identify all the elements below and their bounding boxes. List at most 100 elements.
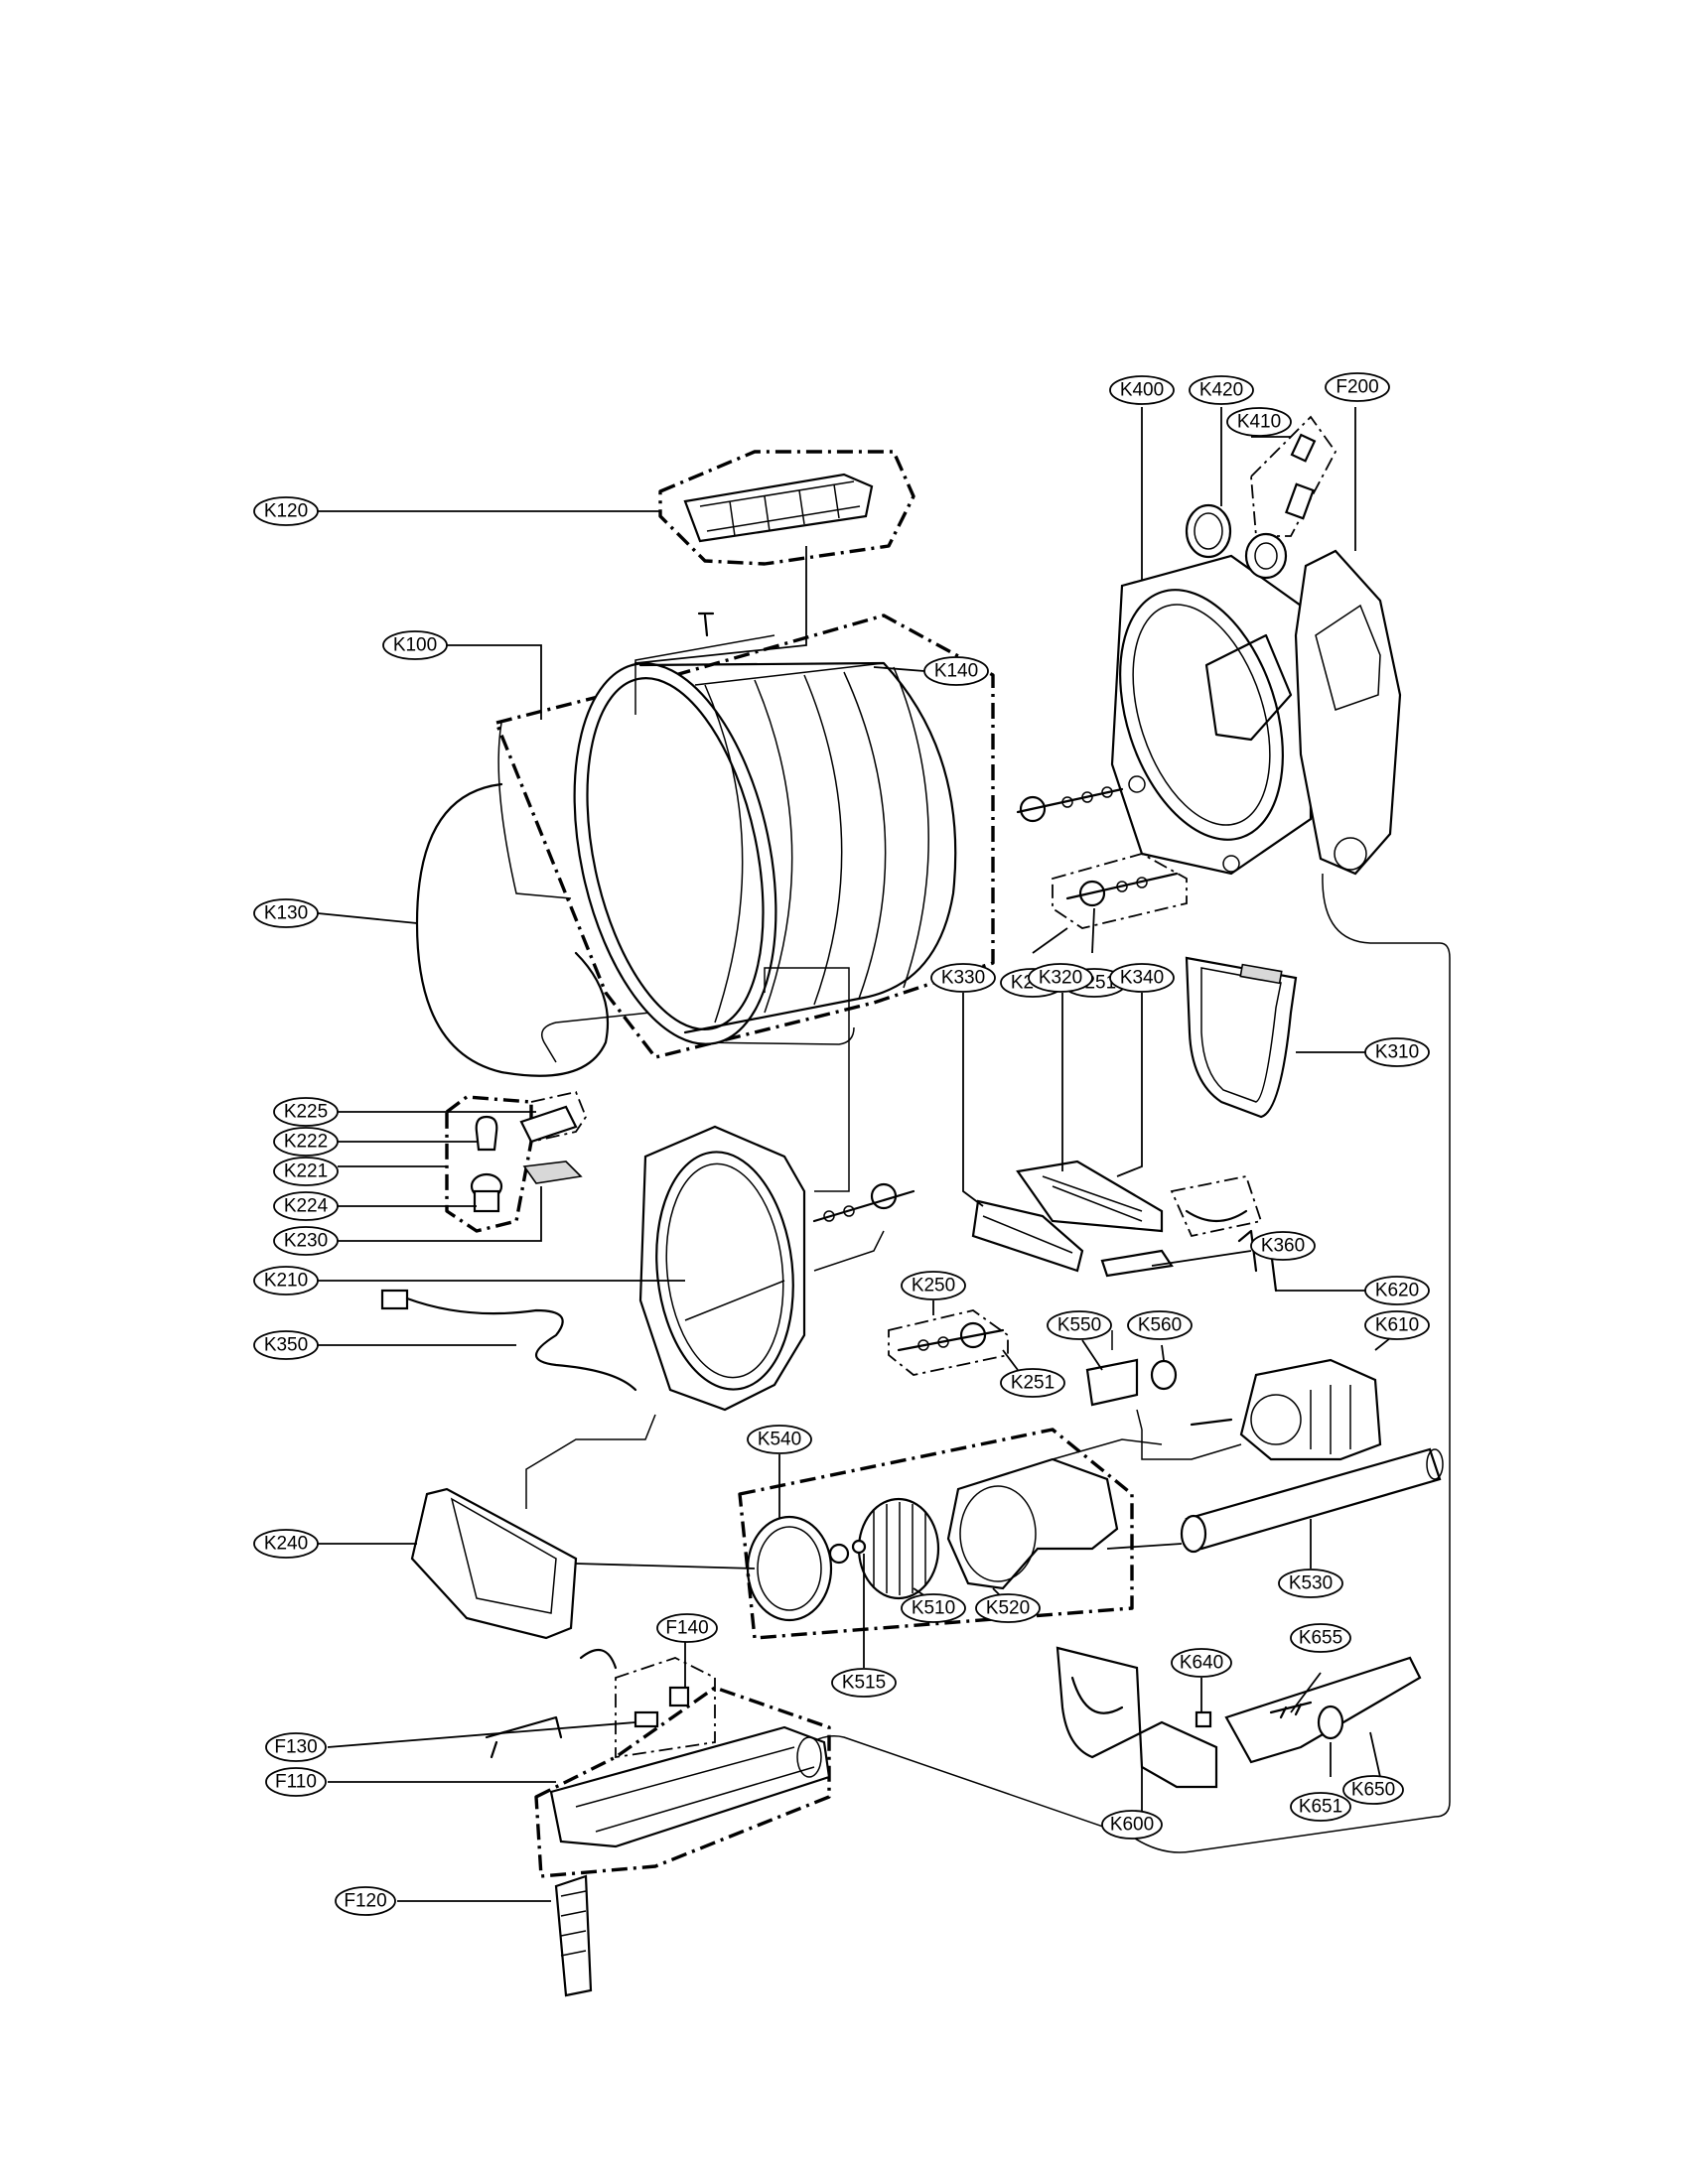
label-f140: F140 xyxy=(665,1618,708,1639)
label-f200: F200 xyxy=(1336,377,1378,398)
k540-blower-seal-part xyxy=(746,1515,833,1622)
label-k515: K515 xyxy=(842,1673,886,1694)
k640-idler-part xyxy=(1195,1710,1212,1728)
label-k140: K140 xyxy=(934,661,978,682)
label-k221: K221 xyxy=(284,1161,328,1182)
k515-washer-part xyxy=(828,1539,867,1565)
label-k120: K120 xyxy=(264,501,308,522)
label-f130: F130 xyxy=(274,1737,317,1758)
k560-motor-switch-part xyxy=(1150,1359,1178,1391)
callout-k651: K651 xyxy=(1290,1792,1351,1822)
lamp-group-outline xyxy=(445,1095,533,1233)
callout-f130: F130 xyxy=(265,1732,327,1762)
callout-k520: K520 xyxy=(975,1593,1041,1623)
k360-seal-part xyxy=(1100,1249,1174,1278)
heater-group-outline xyxy=(534,1686,831,1878)
label-k230: K230 xyxy=(284,1231,328,1252)
callout-k620: K620 xyxy=(1364,1276,1430,1305)
label-k410: K410 xyxy=(1237,412,1281,433)
f140-f130-group-outline xyxy=(615,1657,716,1759)
callout-k330: K330 xyxy=(930,963,996,993)
k250-k251-group-upper xyxy=(1052,853,1188,929)
k340-clip-part xyxy=(1170,1174,1263,1238)
f140-thermostat-part xyxy=(668,1686,690,1707)
f130-thermal-fuse-part xyxy=(633,1710,659,1728)
bearing-shaft-middle xyxy=(812,1182,915,1223)
k310-lint-filter-part xyxy=(1185,956,1298,1119)
callout-k140: K140 xyxy=(923,656,989,686)
callout-k240: K240 xyxy=(253,1529,319,1559)
label-k620: K620 xyxy=(1375,1281,1419,1301)
k130-drum-seal xyxy=(415,782,610,1077)
callout-k540: K540 xyxy=(747,1425,812,1454)
callout-k550: K550 xyxy=(1047,1310,1112,1340)
label-k130: K130 xyxy=(264,903,308,924)
label-k240: K240 xyxy=(264,1534,308,1555)
callout-k360: K360 xyxy=(1250,1231,1316,1261)
label-k520: K520 xyxy=(986,1598,1030,1619)
label-k540: K540 xyxy=(758,1430,801,1450)
blower-group-outline xyxy=(738,1428,1134,1640)
callout-k230: K230 xyxy=(273,1226,339,1256)
k250-k251-group-mid xyxy=(888,1309,1009,1376)
callout-f110: F110 xyxy=(265,1767,327,1797)
k330-duct-part xyxy=(971,1199,1084,1273)
callout-k250-mid: K250 xyxy=(901,1271,966,1300)
label-k560: K560 xyxy=(1138,1315,1182,1336)
label-k420: K420 xyxy=(1199,380,1243,401)
callout-f140: F140 xyxy=(656,1613,718,1643)
label-k250-mid: K250 xyxy=(912,1276,955,1297)
k240-front-duct-part xyxy=(410,1487,578,1640)
callout-k610: K610 xyxy=(1364,1310,1430,1340)
callout-f200: F200 xyxy=(1325,372,1390,402)
k350-wire-harness-part xyxy=(380,1289,637,1392)
f200-control-panel-part xyxy=(1294,549,1402,876)
rear-shaft-bearing-upper xyxy=(1016,786,1124,823)
callout-k560: K560 xyxy=(1127,1310,1193,1340)
callout-k210: K210 xyxy=(253,1266,319,1296)
label-k251-mid: K251 xyxy=(1011,1373,1055,1394)
callout-k225: K225 xyxy=(273,1097,339,1127)
label-k340: K340 xyxy=(1120,968,1164,989)
label-k510: K510 xyxy=(912,1598,955,1619)
f120-heater-bracket-part xyxy=(554,1874,593,1997)
callout-k120: K120 xyxy=(253,496,319,526)
assembly-boundary-right xyxy=(774,873,1451,1853)
drum-group-outline xyxy=(494,614,995,1059)
label-k320: K320 xyxy=(1039,968,1082,989)
callout-k640: K640 xyxy=(1171,1648,1232,1678)
k230-lamp-bracket-part xyxy=(522,1160,583,1184)
k400-front-bulkhead xyxy=(1110,554,1313,876)
callout-k530: K530 xyxy=(1278,1569,1343,1598)
label-k350: K350 xyxy=(264,1335,308,1356)
label-k310: K310 xyxy=(1375,1042,1419,1063)
k120-top-vent-part xyxy=(683,473,874,543)
label-f110: F110 xyxy=(275,1772,317,1793)
callout-f120: F120 xyxy=(335,1886,396,1916)
label-k530: K530 xyxy=(1289,1573,1333,1594)
k225-lamp-cover-part xyxy=(519,1090,588,1144)
label-k651: K651 xyxy=(1299,1797,1342,1818)
drum-baffle-pin xyxy=(697,612,715,637)
k510-blower-wheel-part xyxy=(857,1497,940,1600)
drum-part xyxy=(573,661,957,1045)
callout-k515: K515 xyxy=(831,1668,897,1698)
f110-heater-housing-part xyxy=(549,1725,831,1848)
label-f120: F120 xyxy=(344,1891,386,1912)
callout-k340: K340 xyxy=(1109,963,1175,993)
callout-k650: K650 xyxy=(1342,1775,1404,1805)
k520-blower-housing-part xyxy=(946,1457,1119,1590)
k530-exhaust-duct-part xyxy=(1180,1447,1444,1554)
k210-rear-bulkhead-part xyxy=(638,1125,806,1412)
label-k655: K655 xyxy=(1299,1628,1342,1649)
k222-lamp-bulb-part xyxy=(475,1115,498,1152)
callout-k400: K400 xyxy=(1109,375,1175,405)
callout-k350: K350 xyxy=(253,1330,319,1360)
label-k330: K330 xyxy=(941,968,985,989)
k120-group-outline xyxy=(658,450,915,566)
label-k640: K640 xyxy=(1180,1653,1223,1674)
callout-k310: K310 xyxy=(1364,1037,1430,1067)
k651-pulley-part xyxy=(1317,1705,1344,1740)
label-k610: K610 xyxy=(1375,1315,1419,1336)
